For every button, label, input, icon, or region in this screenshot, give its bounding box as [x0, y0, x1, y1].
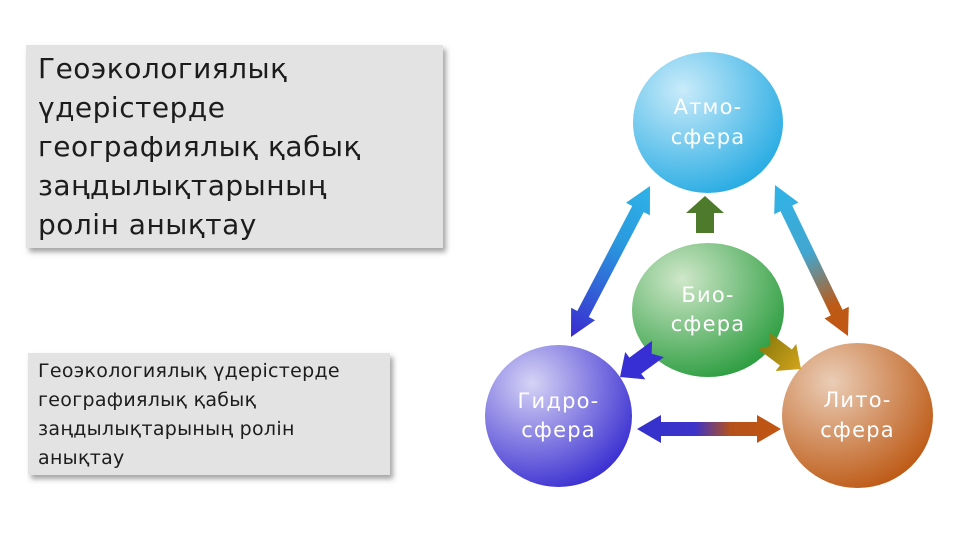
- node-circle-hydrosphere: [485, 345, 632, 487]
- node-circle-biosphere: [632, 243, 784, 377]
- node-circle-lithosphere: [782, 343, 933, 488]
- subtitle-box: Геоэкологиялық үдерістерде географиялық …: [28, 353, 390, 475]
- arrow-bio-to-hydro: [620, 340, 664, 380]
- arrow-bio-to-atmo: [686, 196, 724, 233]
- arrow-atmo-litho: [774, 185, 849, 336]
- arrow-bio-to-litho: [758, 333, 801, 371]
- arrow-atmo-hydro: [571, 186, 650, 337]
- node-circle-atmosphere: [633, 52, 783, 193]
- arrow-hydro-litho: [637, 415, 781, 443]
- main-title-box: Геоэкологиялық үдерістерде географиялық …: [26, 45, 443, 248]
